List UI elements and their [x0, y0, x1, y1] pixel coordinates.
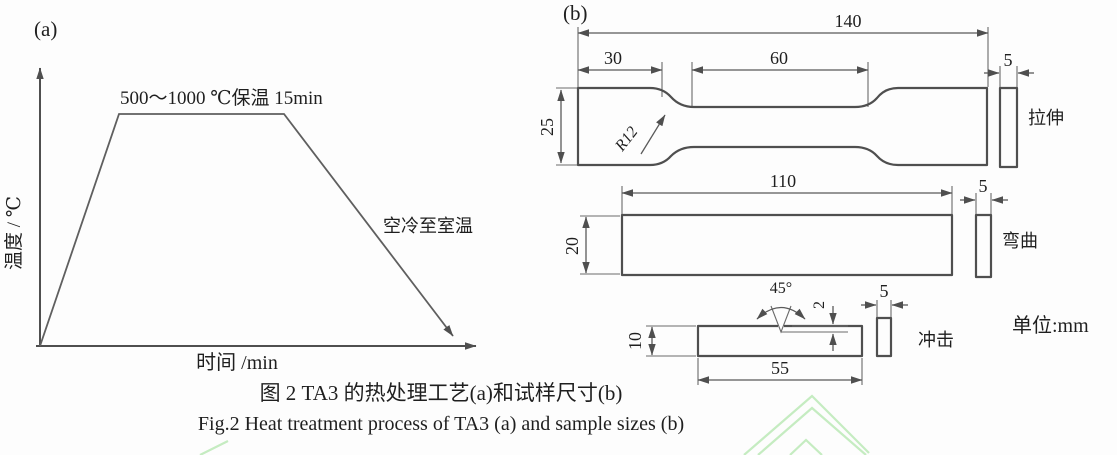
dim-gauge-length: 60 [770, 48, 788, 68]
bending-specimen-drawing: 110 20 5 弯曲 [562, 171, 1038, 279]
plateau-annotation: 500～1000 ℃保温 15min [120, 87, 323, 109]
tensile-specimen-drawing: R12 140 30 60 25 5 拉伸 [537, 11, 1064, 169]
notch-angle-label: 45° [770, 280, 792, 297]
cooling-annotation: 空冷至室温 [383, 216, 473, 236]
heating-hold-cooling-curve [39, 113, 454, 347]
caption-english: Fig.2 Heat treatment process of TA3 (a) … [198, 413, 684, 435]
dim-bending-thickness: 5 [979, 176, 988, 196]
panel-b-specimens: (b) R12 140 30 60 25 5 拉伸 [537, 1, 1089, 385]
notch-flanks [770, 305, 792, 334]
bending-specimen-outline [620, 213, 954, 277]
dim-tensile-thickness: 5 [1004, 50, 1013, 70]
panel-a-label: (a) [34, 17, 57, 41]
dim-impact-thickness: 5 [880, 281, 889, 301]
watermark-logo [199, 394, 870, 455]
dim-overall-length: 140 [835, 11, 862, 31]
y-axis-title: 温度 / ℃ [3, 196, 25, 270]
figure-caption: 图 2 TA3 的热处理工艺(a)和试样尺寸(b) Fig.2 Heat tre… [198, 381, 684, 435]
notch-angle-arc [756, 306, 806, 320]
panel-b-label: (b) [563, 1, 588, 25]
bending-side-view [974, 213, 993, 279]
dim-impact-length: 55 [771, 358, 789, 378]
impact-label: 冲击 [918, 330, 954, 350]
dim-bending-width: 20 [562, 237, 582, 255]
tensile-label: 拉伸 [1028, 108, 1064, 128]
bending-label: 弯曲 [1002, 231, 1038, 251]
unit-label: 单位:mm [1012, 314, 1089, 337]
impact-side-view [875, 316, 893, 358]
dim-impact-width: 10 [625, 332, 645, 350]
dim-bending-length: 110 [770, 171, 796, 191]
fillet-radius-label: R12 [612, 124, 642, 156]
dim-grip-length: 30 [604, 48, 622, 68]
tensile-side-view [998, 86, 1019, 169]
notch-depth-label: 2 [811, 301, 828, 309]
tensile-specimen-outline [576, 86, 989, 167]
panel-a-heat-treatment: (a) 500～1000 ℃保温 15min 空冷至室温 温度 / ℃ 时间 /… [3, 17, 477, 374]
dim-tensile-width: 25 [537, 118, 557, 136]
caption-chinese: 图 2 TA3 的热处理工艺(a)和试样尺寸(b) [260, 381, 623, 405]
fillet-leader-line [640, 114, 666, 155]
impact-specimen-drawing: 45° 2 10 55 5 冲击 [625, 280, 954, 385]
impact-specimen-outline [696, 324, 864, 358]
x-axis-title: 时间 /min [196, 351, 278, 374]
